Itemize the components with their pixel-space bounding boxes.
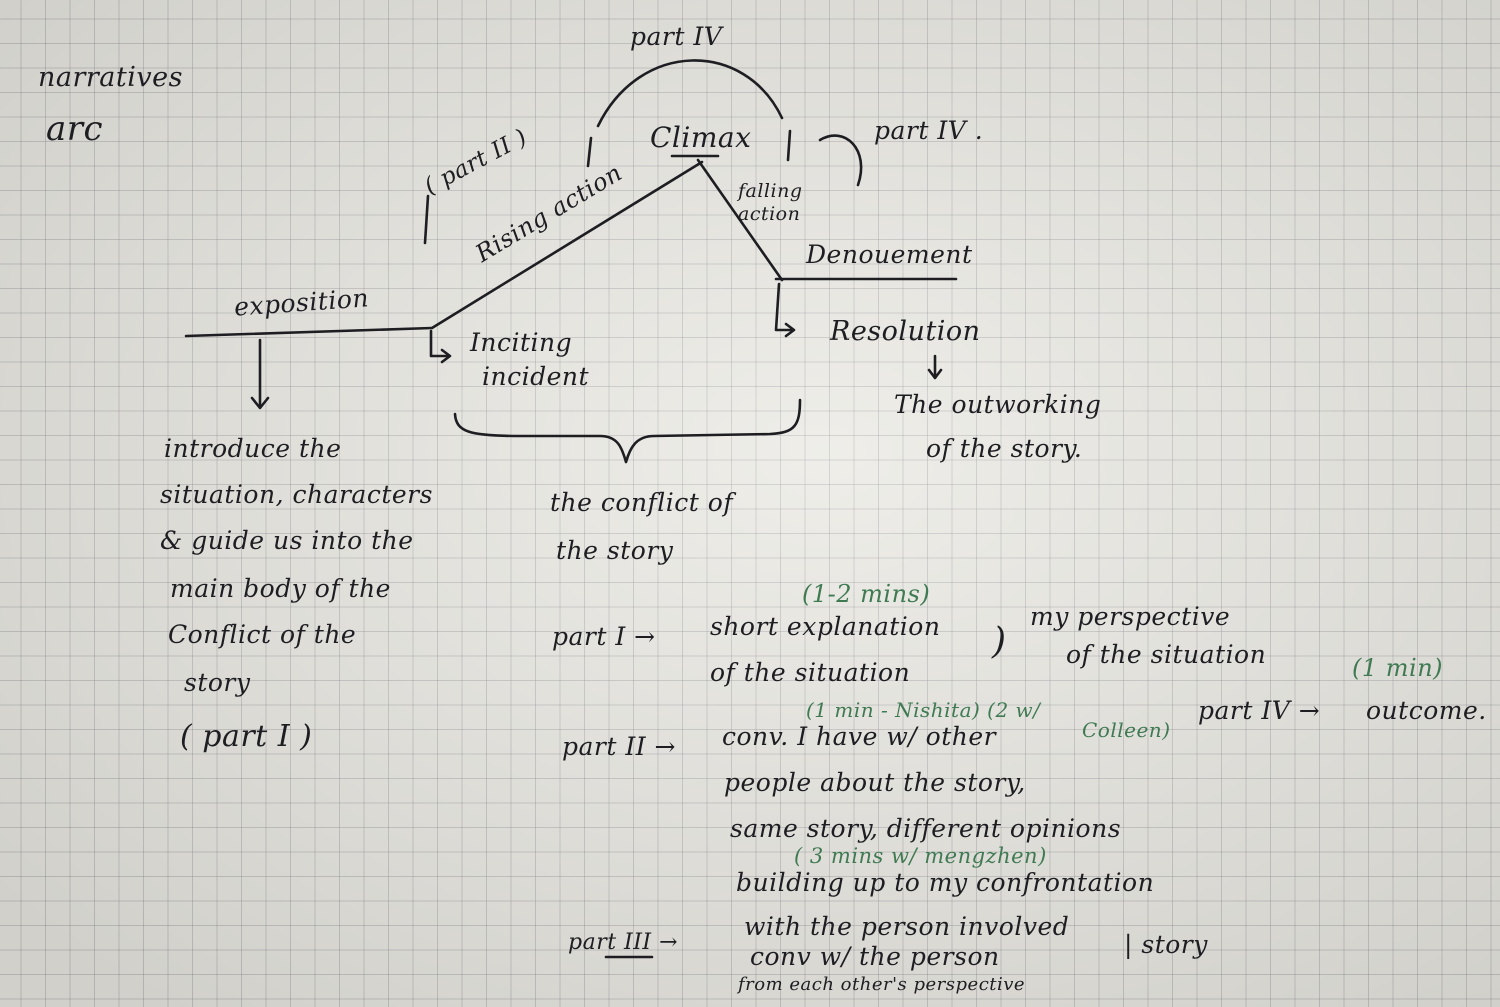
part-ii-tick	[586, 136, 593, 168]
outworking-note-line1: The outworking	[894, 390, 1102, 419]
inciting-label: Inciting	[470, 328, 573, 357]
part-iv-right-arc	[818, 134, 863, 187]
falling-action-line	[696, 158, 784, 282]
part-i-label: part I →	[552, 622, 656, 651]
part-ii-line3: same story, different opinions	[730, 814, 1122, 843]
part-iii-label: part III →	[568, 930, 679, 955]
intro-note-line3: & guide us into the	[160, 526, 414, 555]
part-ii-time-note-end: Colleen)	[1082, 718, 1171, 742]
falling-action-label: falling action	[738, 180, 803, 225]
part-ii-label: part II →	[562, 732, 676, 761]
part-i-line2: of the situation	[710, 658, 911, 687]
inciting-hook-arrow	[429, 329, 450, 358]
perspective-time-note: (1 min)	[1352, 654, 1444, 682]
arc-heading-line2: arc	[46, 109, 104, 149]
part-ii-line5: with the person involved	[744, 912, 1070, 941]
part-i-close-paren: )	[992, 621, 1007, 662]
intro-note-line2: situation, characters	[160, 480, 433, 509]
conflict-note-line2: the story	[556, 536, 674, 565]
perspective-line1: my perspective	[1030, 602, 1231, 631]
part-iv-outcome-label: part IV →	[1198, 696, 1321, 725]
climax-tick-right	[786, 129, 792, 162]
part-iii-line1b: | story	[1124, 930, 1208, 959]
resolution-hook-arrow	[774, 282, 794, 332]
part-ii-line1: conv. I have w/ other	[722, 722, 997, 751]
part-ii-bracket-left	[423, 194, 430, 245]
exposition-arrowhead	[250, 396, 270, 410]
part-i-line1: short explanation	[710, 612, 941, 641]
part-iv-top-arc	[596, 59, 784, 128]
part-ii-line4: building up to my confrontation	[736, 868, 1155, 897]
arc-heading-line1: narratives	[38, 62, 183, 93]
part-iii-line2: from each other's perspective	[738, 974, 1026, 995]
part-ii-time-note: (1 min - Nishita) (2 w/	[806, 698, 1041, 722]
part-iv-right-label: part IV .	[874, 116, 984, 145]
incident-label: incident	[482, 362, 590, 391]
rising-action-line	[430, 160, 704, 330]
part-iii-line1: conv w/ the person	[750, 942, 1000, 971]
inciting-hook-arrowhead	[440, 348, 452, 364]
intro-note-line4: main body of the	[170, 574, 391, 603]
denouement-label: Denouement	[806, 240, 973, 269]
part-iv-top-label: part IV	[630, 22, 723, 51]
part-i-time-note: (1-2 mins)	[802, 580, 931, 608]
resolution-hook-arrowhead	[784, 322, 796, 338]
conflict-note-line1: the conflict of	[550, 488, 734, 517]
intro-note-line1: introduce the	[164, 434, 342, 463]
intro-note-part-i: ( part I )	[180, 719, 313, 754]
intro-note-line5: Conflict of the	[168, 620, 357, 649]
perspective-line2: of the situation	[1066, 640, 1267, 669]
outworking-arrowhead	[927, 368, 943, 380]
exposition-line	[184, 326, 434, 338]
outworking-note-line2: of the story.	[926, 434, 1083, 463]
conflict-brace	[453, 398, 802, 464]
resolution-label: Resolution	[830, 316, 981, 347]
part-iii-time-note: ( 3 mins w/ mengzhen)	[794, 844, 1047, 868]
part-ii-line2: people about the story,	[724, 768, 1026, 797]
intro-note-line6: story	[184, 668, 251, 697]
part-iv-outcome-text: outcome.	[1366, 696, 1487, 725]
climax-label: Climax	[650, 121, 752, 154]
